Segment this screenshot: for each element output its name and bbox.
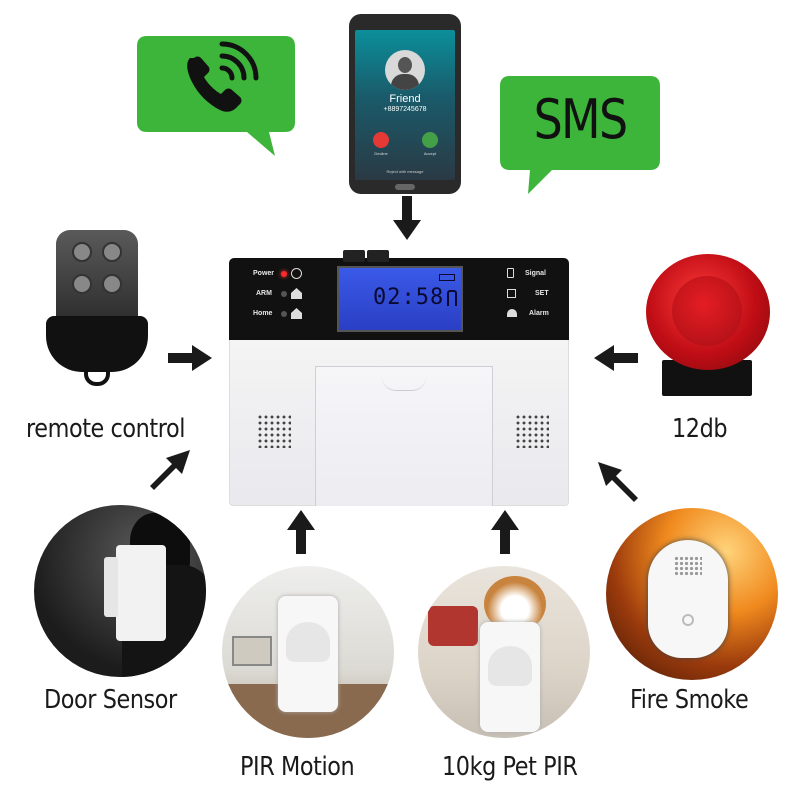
speaker-grille-right <box>515 414 549 448</box>
signal-icon <box>507 268 514 278</box>
remote-button-3[interactable] <box>72 274 92 294</box>
signal-label: Signal <box>525 270 547 277</box>
arm-led <box>281 291 287 297</box>
caller-number: +8897245678 <box>383 106 427 113</box>
remote-button-1[interactable] <box>72 242 92 262</box>
call-bubble <box>137 36 295 156</box>
pet-pir-sensor-body <box>480 622 540 732</box>
caller-name: Friend <box>389 93 421 105</box>
pir-sensor-body <box>278 596 338 712</box>
home-led <box>281 311 287 317</box>
lcd-time: 02:58 <box>373 285 445 310</box>
set-icon <box>507 289 516 298</box>
smartphone: Friend +8897245678 Decline Accept Reject… <box>349 14 461 194</box>
pir-motion-label: PIR Motion <box>240 752 355 782</box>
power-label: Power <box>253 270 275 277</box>
pir-motion-photo <box>222 566 394 738</box>
decline-button[interactable] <box>373 132 389 148</box>
battery-icon <box>439 274 455 281</box>
home-house-icon <box>291 308 302 319</box>
smoke-detector-body <box>648 540 728 658</box>
remote-button-4[interactable] <box>102 274 122 294</box>
remote-button-2[interactable] <box>102 242 122 262</box>
sms-text: SMS <box>533 88 628 151</box>
arrow-up-icon <box>491 510 519 554</box>
decline-label: Decline <box>374 151 388 156</box>
arrow-up-right-icon <box>150 450 190 490</box>
set-label: SET <box>535 290 549 297</box>
phone-call-icon <box>187 41 259 112</box>
home-label: Home <box>253 310 273 317</box>
speaker-grille-left <box>257 414 291 448</box>
siren <box>644 250 774 400</box>
power-led <box>281 271 287 277</box>
lcd-display: 02:58 <box>337 266 463 332</box>
panel-cover-flap[interactable] <box>315 366 493 506</box>
reject-with-message[interactable]: Reject with message <box>386 169 424 174</box>
arrow-up-icon <box>287 510 315 554</box>
arrow-up-left-icon <box>598 462 638 502</box>
accept-button[interactable] <box>422 132 438 148</box>
pet-pir-photo <box>418 566 590 738</box>
caller-avatar <box>385 50 425 90</box>
remote-control <box>42 230 152 390</box>
lock-icon <box>447 290 457 306</box>
alarm-bell-icon <box>507 309 517 317</box>
alarm-label: Alarm <box>529 310 549 317</box>
door-sensor-photo <box>34 505 206 677</box>
arrow-left-icon <box>594 345 638 371</box>
sms-bubble: SMS <box>500 76 660 194</box>
fire-smoke-photo <box>606 508 778 680</box>
remote-control-label: remote control <box>26 414 186 444</box>
home-button[interactable] <box>395 184 415 190</box>
alarm-panel: 02:58 Power ARM Home Signal SET Alarm <box>229 248 569 506</box>
pet-pir-label: 10kg Pet PIR <box>442 752 578 782</box>
phone-tab-icon <box>343 250 365 262</box>
arrow-down-icon <box>393 196 421 240</box>
mail-tab-icon <box>367 250 389 262</box>
siren-label: 12db <box>672 414 728 444</box>
arrow-right-icon <box>168 345 212 371</box>
accept-label: Accept <box>423 151 437 156</box>
door-sensor-body <box>116 545 166 641</box>
power-icon <box>291 268 302 279</box>
door-sensor-label: Door Sensor <box>44 685 177 715</box>
fire-smoke-label: Fire Smoke <box>630 685 749 715</box>
arm-house-icon <box>291 288 302 299</box>
arm-label: ARM <box>256 290 272 297</box>
